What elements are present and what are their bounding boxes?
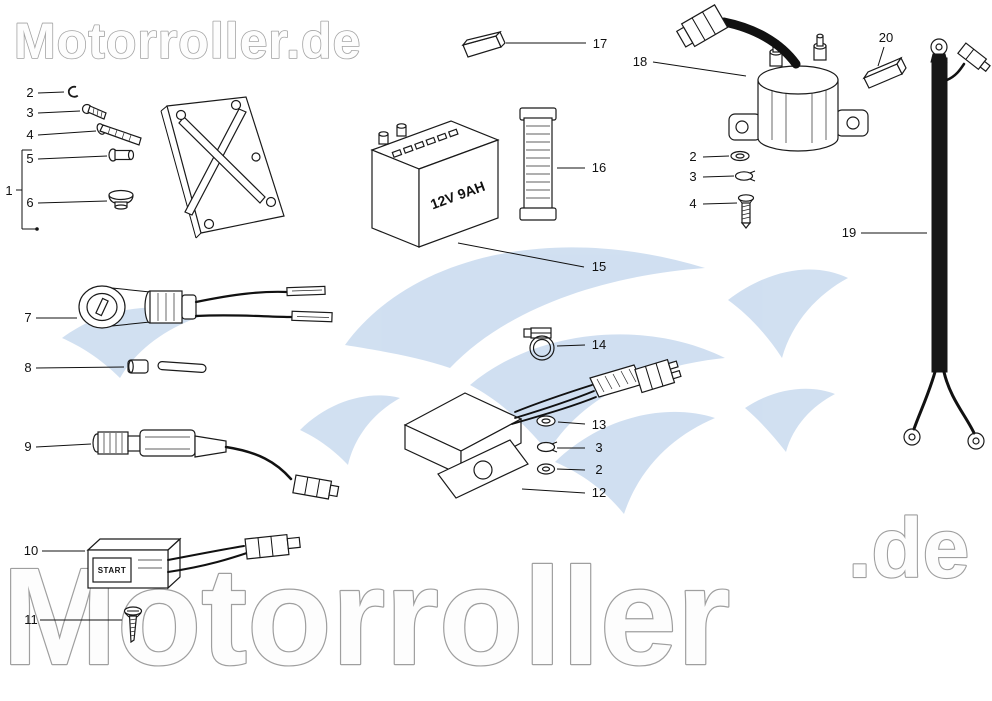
svg-text:16: 16	[592, 160, 606, 175]
part-cdi-unit-12	[403, 358, 682, 499]
part-washer-13	[536, 415, 556, 427]
part-grommet-6	[108, 189, 134, 210]
svg-text:4: 4	[689, 196, 696, 211]
callout-17-spacer: 17	[506, 36, 607, 51]
callout-20-spacer: 20	[877, 30, 893, 67]
part-rivet-5	[108, 148, 135, 162]
svg-text:3: 3	[26, 105, 33, 120]
part-lock-washer-right-3	[734, 170, 756, 182]
callout-10-relaybox: 10	[24, 543, 85, 558]
callouts: 2 3 4 5 6 1 17	[5, 30, 927, 627]
svg-text:15: 15	[592, 259, 606, 274]
callout-5-rivet: 5	[26, 151, 108, 166]
part-battery-15: 12V 9AH	[370, 120, 500, 248]
callout-1-assembly: 1	[5, 149, 39, 231]
svg-text:9: 9	[24, 439, 31, 454]
part-starter-relay-18	[675, 4, 869, 152]
svg-text:1: 1	[5, 183, 12, 198]
svg-text:5: 5	[26, 151, 33, 166]
part-washer-right-2	[730, 150, 750, 162]
svg-text:10: 10	[24, 543, 38, 558]
svg-text:17: 17	[593, 36, 607, 51]
callout-8-pins: 8	[24, 360, 125, 375]
part-screw-4	[96, 123, 142, 146]
callout-4-screw-right: 4	[689, 196, 738, 211]
watermark-top: Motorroller.de	[14, 13, 361, 69]
part-battery-cable-19	[903, 38, 991, 450]
callout-13-washer: 13	[557, 417, 606, 432]
svg-text:14: 14	[592, 337, 606, 352]
callout-3-lockwasher-mid: 3	[557, 440, 603, 455]
callout-11-screw: 11	[24, 612, 122, 627]
part-screw-right-4	[737, 194, 755, 229]
svg-text:18: 18	[633, 54, 647, 69]
svg-text:2: 2	[689, 149, 696, 164]
part-plug-cap-cable-9	[92, 429, 340, 500]
svg-text:8: 8	[24, 360, 31, 375]
callout-18-relay: 18	[633, 54, 747, 77]
part-mounting-plate-1	[160, 96, 285, 239]
callout-7-ignition: 7	[24, 310, 77, 325]
svg-text:13: 13	[592, 417, 606, 432]
part-contact-pins-8	[127, 359, 207, 374]
callout-14-clamp: 14	[556, 337, 606, 352]
callout-19-cable: 19	[842, 225, 927, 240]
part-spacer-17	[461, 30, 506, 58]
svg-text:2: 2	[595, 462, 602, 477]
callout-2-washer-mid: 2	[556, 462, 603, 477]
part-spacer-20	[862, 56, 907, 89]
svg-text:7: 7	[24, 310, 31, 325]
svg-text:6: 6	[26, 195, 33, 210]
callout-6-grommet: 6	[26, 195, 108, 210]
callout-2-clip: 2	[26, 85, 65, 100]
part-screw-11	[123, 606, 143, 644]
callout-3-screw: 3	[26, 105, 81, 120]
part-screw-3	[81, 103, 107, 120]
svg-text:20: 20	[879, 30, 893, 45]
svg-text:19: 19	[842, 225, 856, 240]
watermark-bottom-main: Motorroller	[2, 540, 730, 694]
callout-15-battery: 15	[457, 242, 606, 274]
callout-9-cable: 9	[24, 439, 92, 454]
callout-16-strap: 16	[557, 160, 606, 175]
svg-text:3: 3	[595, 440, 602, 455]
part-clamp-14	[523, 327, 555, 361]
part-relay-box-10: START	[86, 533, 301, 590]
svg-text:3: 3	[689, 169, 696, 184]
watermark-bottom-de: .de	[848, 501, 969, 595]
relay-box-label: START	[98, 566, 127, 575]
part-washer-mid-2	[536, 463, 556, 475]
callout-2-washer-right: 2	[689, 149, 730, 164]
callout-12-cdi: 12	[521, 485, 606, 500]
svg-text:11: 11	[24, 612, 38, 627]
svg-text:4: 4	[26, 127, 33, 142]
callout-4-screw: 4	[26, 127, 97, 142]
part-clip-2	[67, 85, 79, 98]
svg-text:12: 12	[592, 485, 606, 500]
svg-text:2: 2	[26, 85, 33, 100]
part-lock-washer-mid-3	[536, 441, 558, 453]
part-battery-strap-16	[519, 107, 557, 221]
part-ignition-switch-7	[78, 285, 333, 329]
callout-3-lockwasher-right: 3	[689, 169, 735, 184]
